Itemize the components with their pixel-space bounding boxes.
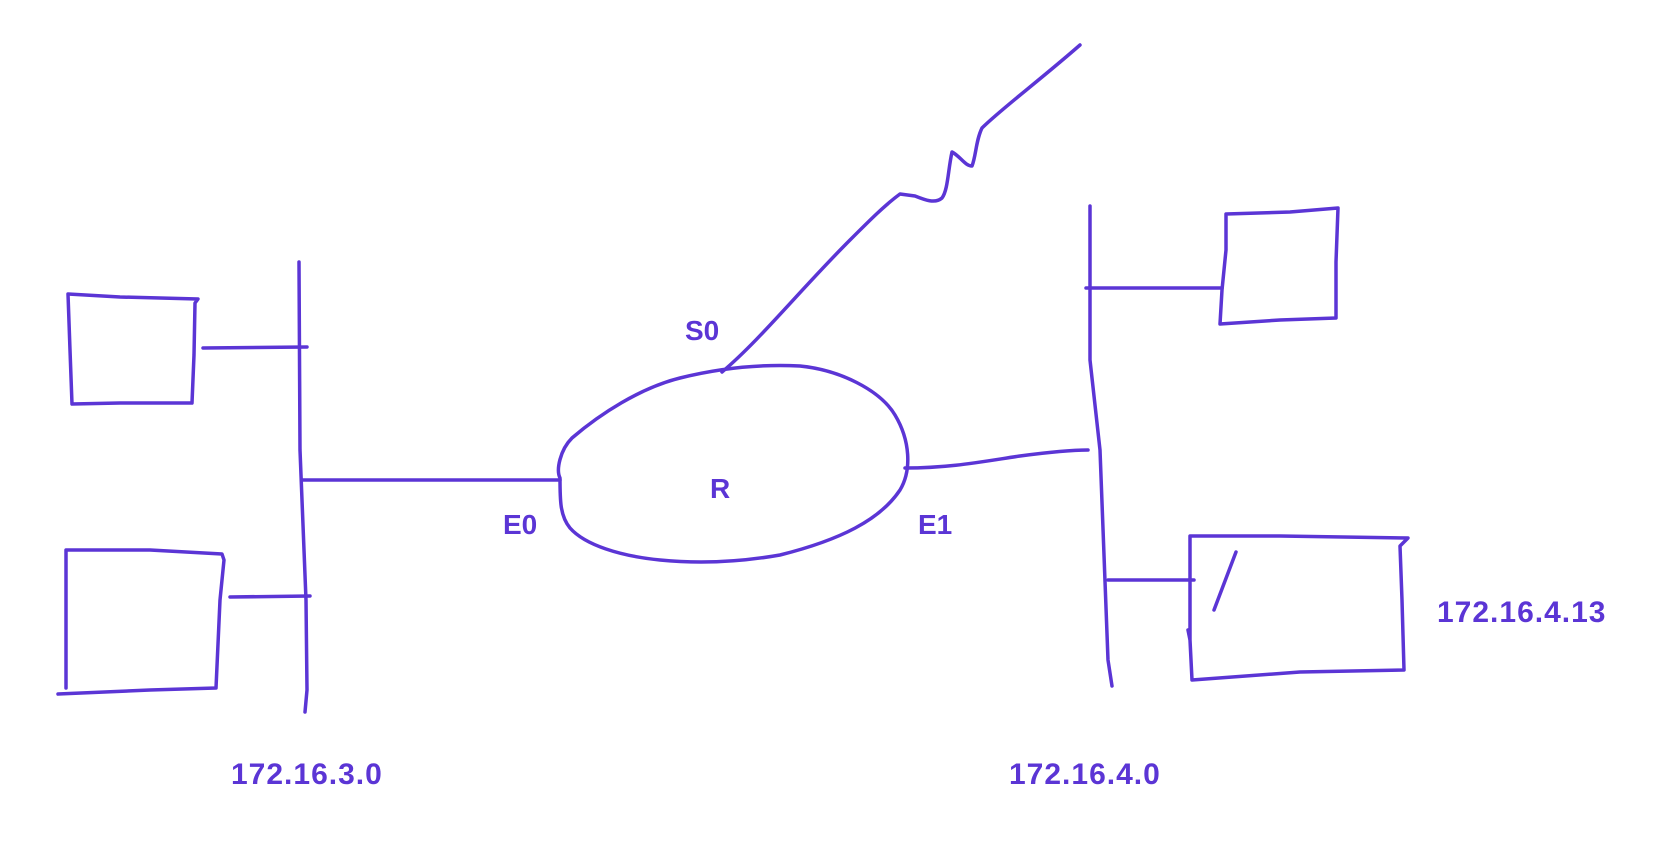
network-left-label: 172.16.3.0	[231, 758, 383, 791]
host-right-top	[1218, 206, 1340, 326]
left-segment	[201, 260, 312, 714]
link-e1	[903, 448, 1090, 470]
interface-s0-label: S0	[685, 315, 719, 346]
right-bus-line	[1088, 204, 1114, 688]
host-address-label: 172.16.4.13	[1437, 596, 1606, 629]
router-cloud	[556, 363, 910, 564]
serial-link-s0	[720, 43, 1082, 374]
host-left-bottom	[56, 548, 226, 696]
left-host-top-link	[201, 345, 309, 350]
left-bus-line	[297, 260, 309, 714]
interface-e1-label: E1	[918, 509, 952, 540]
host-right-bottom	[1186, 534, 1410, 682]
router-label: R	[710, 473, 730, 504]
cursor-mark	[1212, 550, 1238, 612]
network-right-label: 172.16.4.0	[1009, 758, 1161, 791]
right-segment	[1084, 204, 1224, 688]
left-host-bottom-link	[228, 594, 312, 599]
host-left-top	[66, 292, 200, 406]
interface-e0-label: E0	[503, 509, 537, 540]
